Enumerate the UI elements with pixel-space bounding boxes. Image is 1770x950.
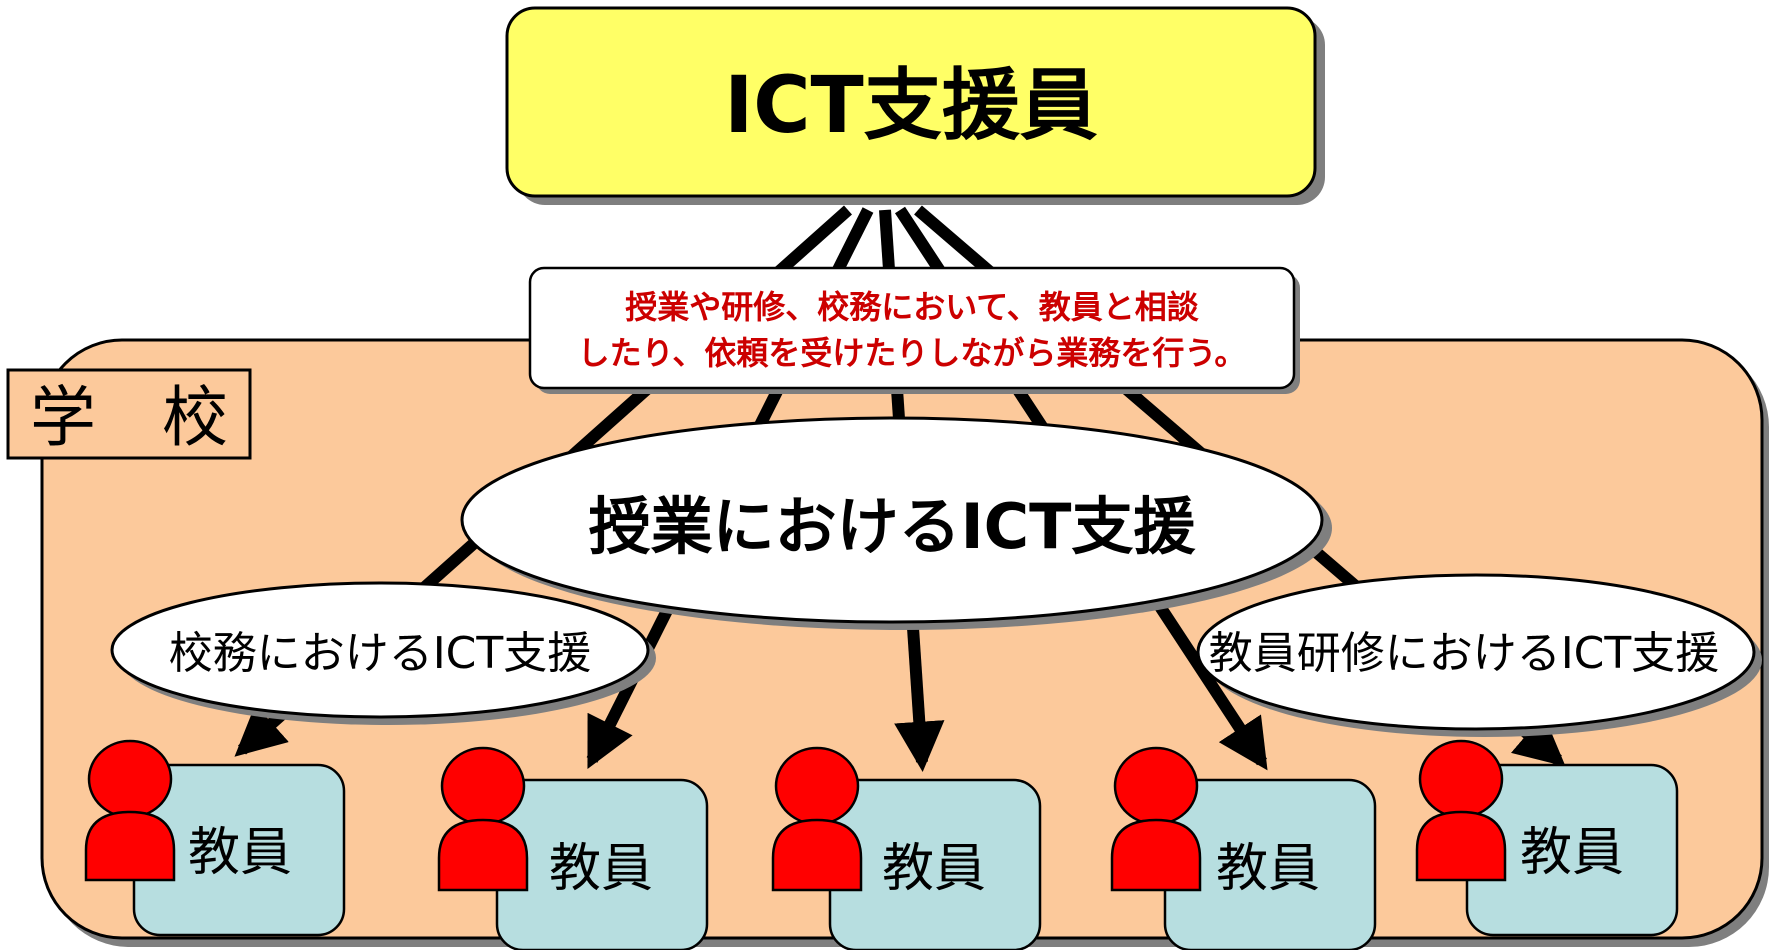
ellipse-affairs-support-shape (110, 581, 650, 719)
note-box-panel (528, 266, 1296, 390)
teacher-card-5: 教員 (1415, 739, 1679, 937)
note-text-line-1: 授業や研修、校務において、教員と相談 (625, 288, 1199, 326)
teacher-card-2: 教員 (437, 746, 709, 950)
note-text-line-2: したり、依頼を受けたりしながら業務を行う。 (578, 334, 1247, 372)
ellipse-lesson-support: 授業におけるICT支援 (460, 416, 1332, 630)
teacher-label: 教員 (1520, 823, 1624, 883)
ellipse-affairs-support-label: 校務におけるICT支援 (169, 628, 592, 679)
teacher-card-3: 教員 (771, 746, 1042, 950)
school-label-text: 学 校 (30, 379, 228, 456)
teacher-label: 教員 (882, 839, 986, 899)
person-icon (1415, 739, 1507, 882)
teacher-label: 教員 (188, 823, 292, 883)
teacher-card-1: 教員 (84, 739, 346, 937)
ellipse-affairs-support: 校務におけるICT支援 (110, 581, 656, 725)
ict-support-staff-title: ICT支援員 (724, 61, 1097, 151)
ict-support-staff-box: ICT支援員 (505, 6, 1325, 205)
ict-support-staff-panel (505, 6, 1317, 198)
ellipse-training-support-shape (1196, 573, 1756, 731)
school-label-box (6, 368, 252, 460)
note-box: 授業や研修、校務において、教員と相談 したり、依頼を受けたりしながら業務を行う。 (528, 266, 1300, 394)
teacher-label: 教員 (1216, 839, 1320, 899)
person-icon (84, 739, 176, 882)
person-icon (771, 746, 863, 892)
person-icon (1110, 746, 1202, 892)
ellipse-lesson-support-label: 授業におけるICT支援 (589, 490, 1197, 563)
ellipse-training-support: 教員研修におけるICT支援 (1196, 573, 1762, 737)
ellipse-training-support-label: 教員研修におけるICT支援 (1209, 628, 1720, 679)
teacher-label: 教員 (549, 839, 653, 899)
teacher-card-4: 教員 (1110, 746, 1377, 950)
ellipse-lesson-support-shape (460, 416, 1324, 624)
person-icon (437, 746, 529, 892)
school-label: 学 校 (6, 368, 252, 460)
